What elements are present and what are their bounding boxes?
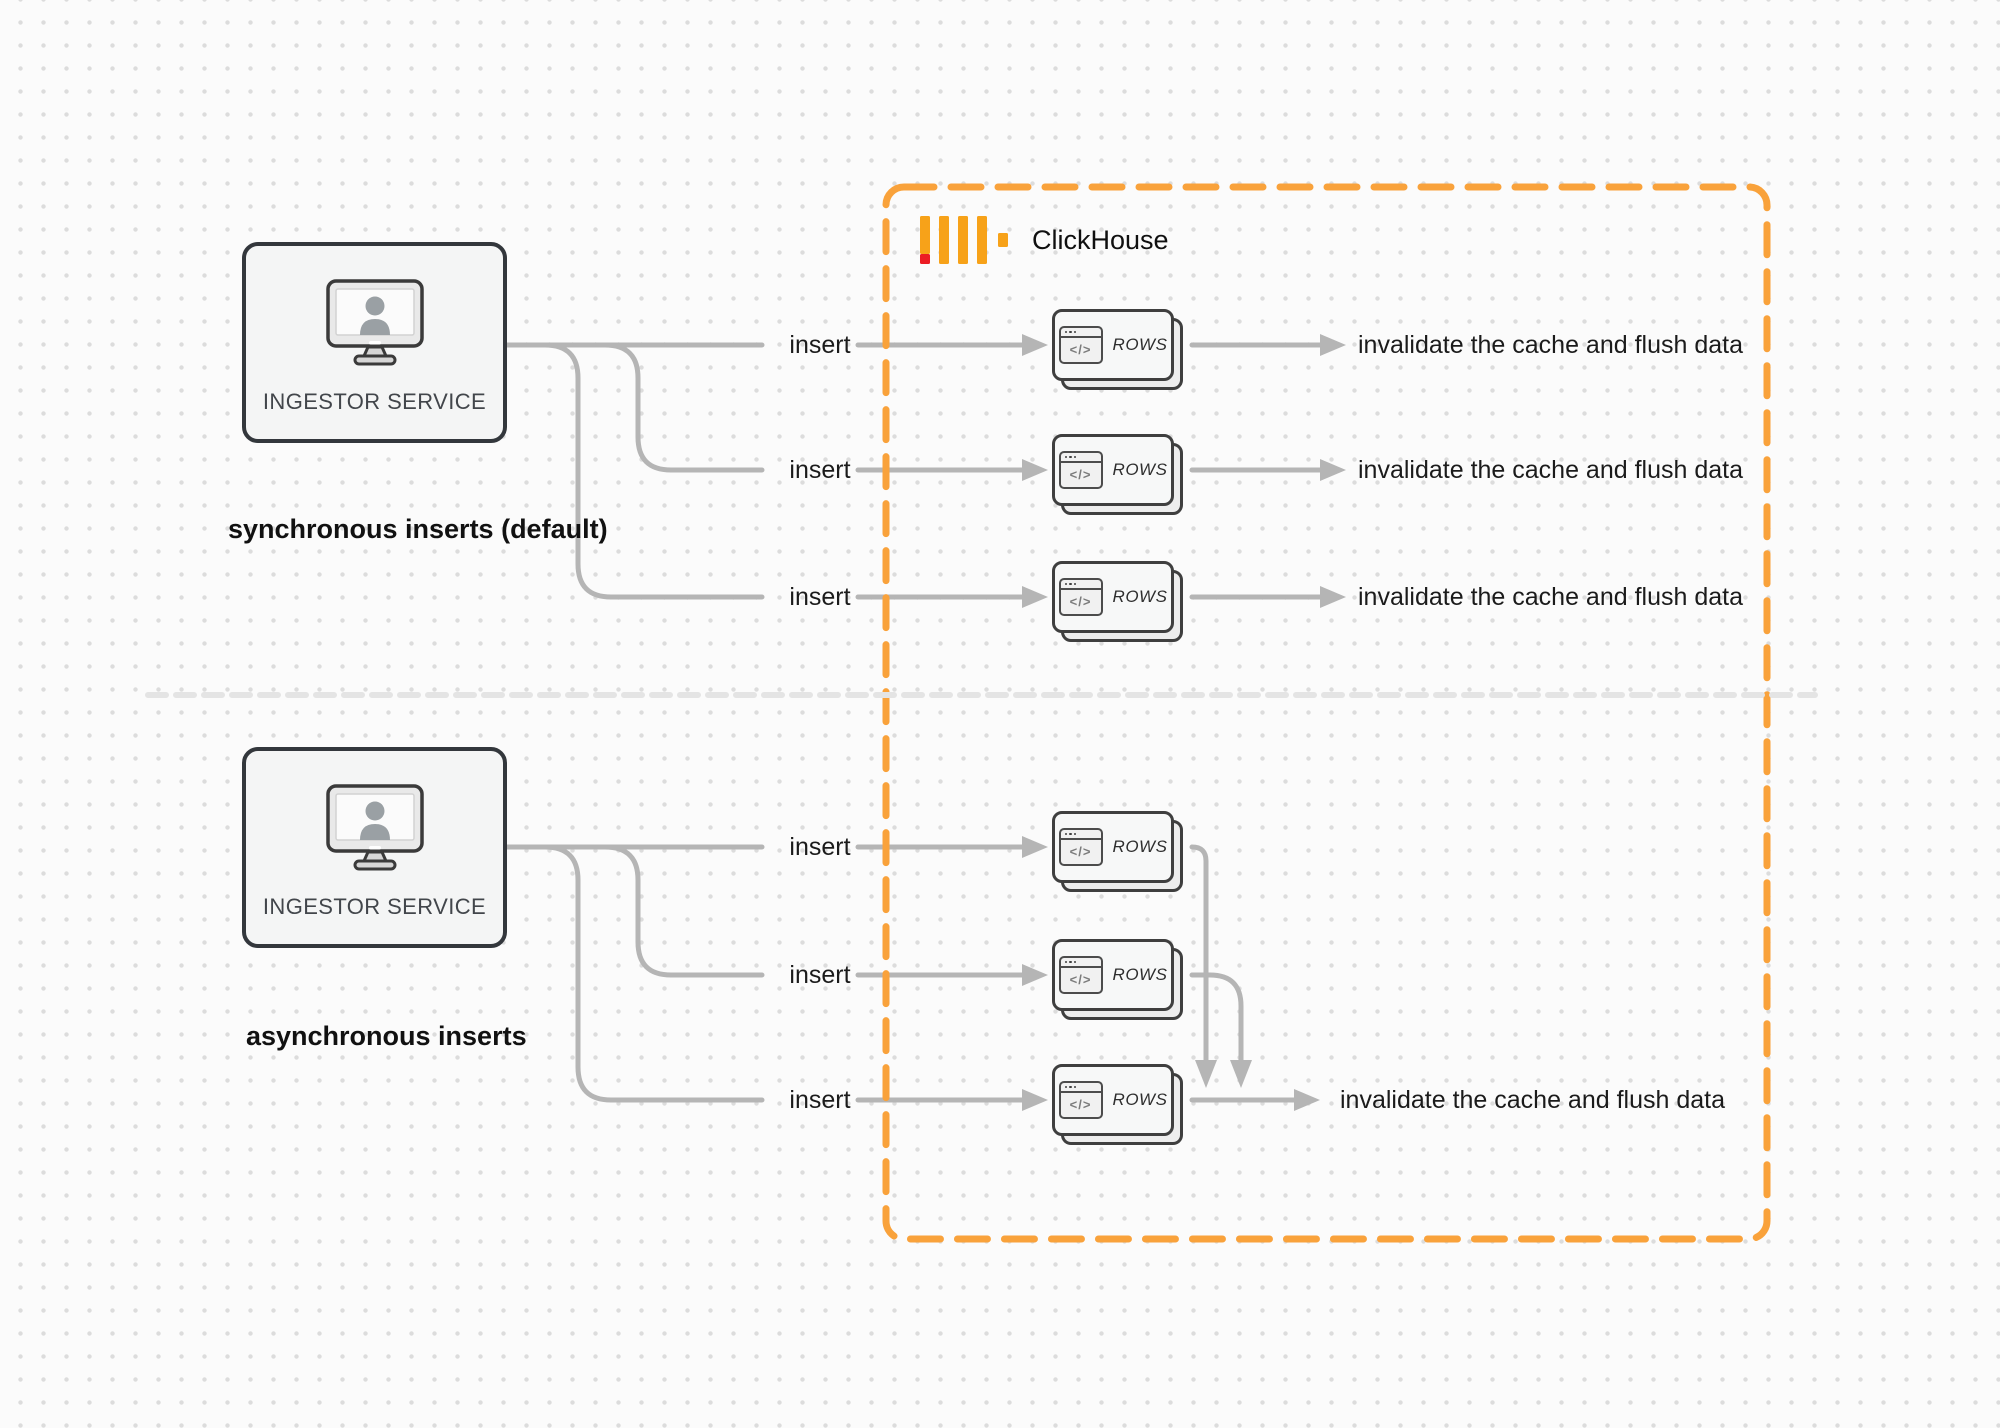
arrowhead-icon xyxy=(1022,836,1048,858)
sync-branch-row3 xyxy=(542,342,765,600)
result-label: invalidate the cache and flush data xyxy=(1340,1086,1725,1114)
insert-label: insert xyxy=(789,1086,851,1114)
async-branch-row3 xyxy=(542,844,765,1103)
rows-label: ROWS xyxy=(1112,1090,1168,1109)
rows-table-node: </> ROWS xyxy=(1052,939,1183,1020)
async-branch-row2 xyxy=(602,844,765,978)
arrowhead-down-icon xyxy=(1230,1060,1252,1088)
arrowhead-icon xyxy=(1320,334,1346,356)
insert-label: insert xyxy=(789,583,851,611)
insert-label: insert xyxy=(789,833,851,861)
async-section-caption: asynchronous inserts xyxy=(246,1021,527,1051)
clickhouse-logo: ClickHouse xyxy=(918,214,1169,266)
rows-label: ROWS xyxy=(1112,965,1168,984)
clickhouse-boundary-box xyxy=(882,183,1771,1243)
code-window-icon: </> xyxy=(1058,1081,1103,1119)
insert-label: insert xyxy=(789,961,851,989)
result-label: invalidate the cache and flush data xyxy=(1358,456,1743,484)
arrowhead-icon xyxy=(1022,459,1048,481)
arrowhead-icon xyxy=(1022,1089,1048,1111)
sync-branch-row2 xyxy=(602,342,765,473)
code-window-icon: </> xyxy=(1058,956,1103,994)
async-merge-line-1 xyxy=(1189,844,1209,1063)
sync-section-caption: synchronous inserts (default) xyxy=(228,514,608,544)
rows-table-node: </> ROWS xyxy=(1052,434,1183,515)
ingestor-service-node-sync: INGESTOR SERVICE xyxy=(242,242,507,443)
ingestor-service-node-async: INGESTOR SERVICE xyxy=(242,747,507,948)
code-window-icon: </> xyxy=(1058,326,1103,364)
code-window-icon: </> xyxy=(1058,828,1103,866)
monitor-user-icon xyxy=(325,279,424,366)
arrowhead-icon xyxy=(1022,334,1048,356)
clickhouse-brand-label: ClickHouse xyxy=(1032,224,1169,255)
rows-label: ROWS xyxy=(1112,837,1168,856)
result-label: invalidate the cache and flush data xyxy=(1358,583,1743,611)
code-window-icon: </> xyxy=(1058,451,1103,489)
rows-table-node: </> ROWS xyxy=(1052,309,1183,390)
rows-label: ROWS xyxy=(1112,460,1168,479)
rows-table-node: </> ROWS xyxy=(1052,811,1183,892)
arrowhead-icon xyxy=(1022,964,1048,986)
arrowhead-icon xyxy=(1294,1089,1320,1111)
arrowhead-icon xyxy=(1022,586,1048,608)
rows-table-node: </> ROWS xyxy=(1052,1064,1183,1145)
insert-label: insert xyxy=(789,331,851,359)
ingestor-service-label: INGESTOR SERVICE xyxy=(262,389,487,414)
arrowhead-icon xyxy=(1320,459,1346,481)
rows-label: ROWS xyxy=(1112,587,1168,606)
result-label: invalidate the cache and flush data xyxy=(1358,331,1743,359)
rows-label: ROWS xyxy=(1112,335,1168,354)
insert-label: insert xyxy=(789,456,851,484)
clickhouse-bars-icon xyxy=(920,216,1008,264)
code-window-icon: </> xyxy=(1058,578,1103,616)
async-merge-line-2 xyxy=(1189,972,1244,1063)
arrowhead-icon xyxy=(1320,586,1346,608)
ingestor-service-label: INGESTOR SERVICE xyxy=(262,894,487,919)
rows-table-node: </> ROWS xyxy=(1052,561,1183,642)
arrowhead-down-icon xyxy=(1195,1060,1217,1088)
monitor-user-icon xyxy=(325,784,424,871)
